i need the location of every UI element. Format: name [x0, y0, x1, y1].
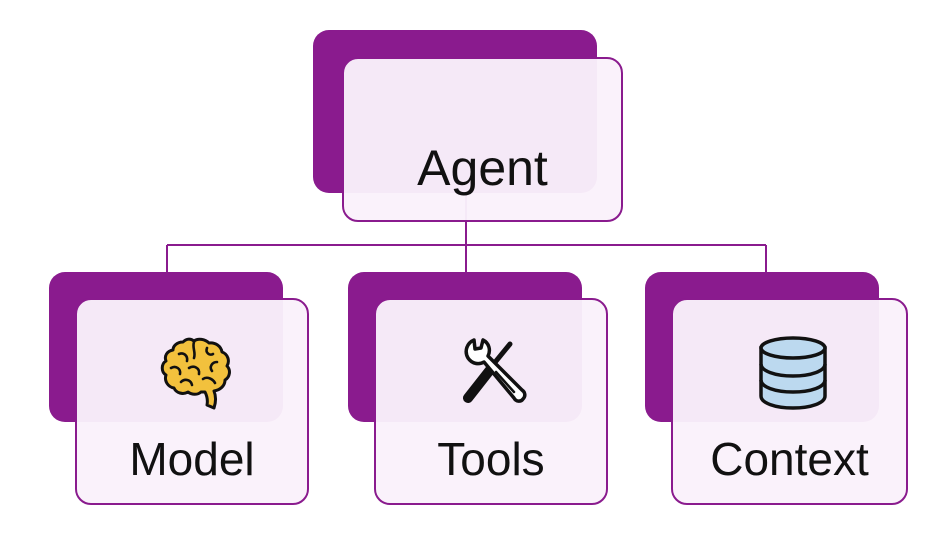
model-node: Model	[49, 272, 309, 505]
agent-node-card: Agent	[342, 57, 623, 222]
agent-label: Agent	[417, 140, 548, 196]
wrench-screwdriver-icon	[463, 338, 527, 403]
context-label: Context	[710, 433, 869, 485]
wrench-part-icon	[464, 338, 527, 403]
context-node: Context	[645, 272, 908, 505]
agent-node: Agent	[313, 30, 623, 222]
database-icon	[759, 336, 827, 410]
model-label: Model	[129, 433, 255, 485]
model-node-card: Model	[75, 298, 309, 505]
tools-label: Tools	[437, 433, 545, 485]
tools-node: Tools	[348, 272, 608, 505]
tools-node-card: Tools	[374, 298, 608, 505]
brain-icon	[160, 337, 231, 410]
context-node-card: Context	[671, 298, 908, 505]
